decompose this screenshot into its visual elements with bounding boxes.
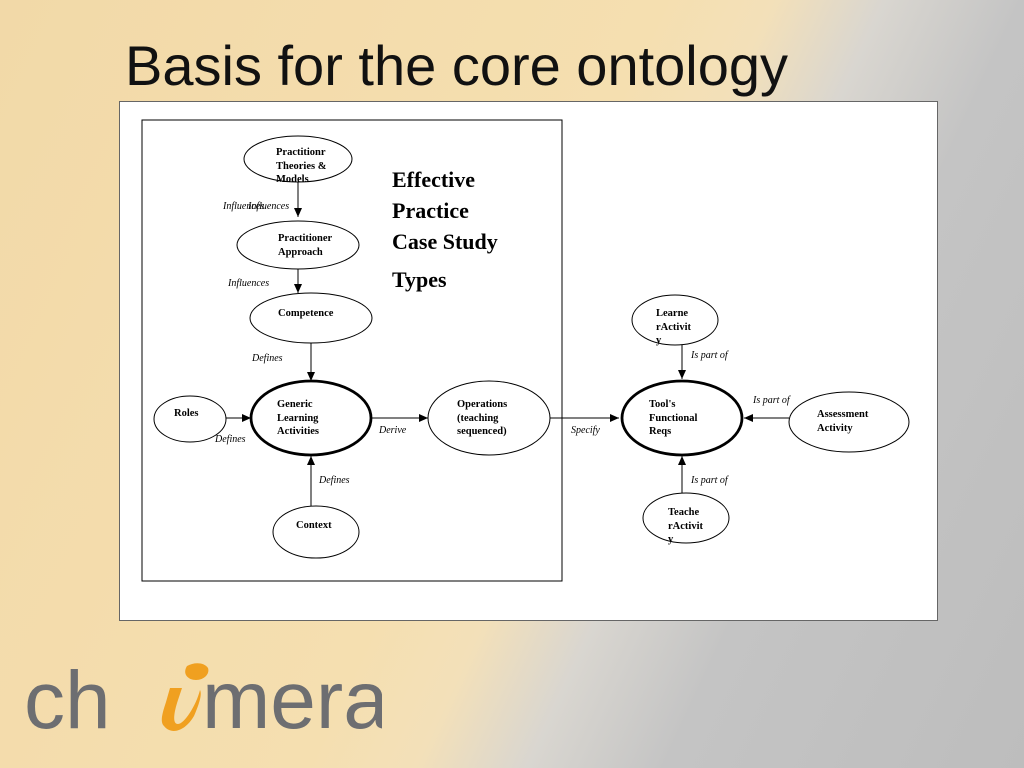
inner-frame — [141, 119, 563, 582]
node-practitioner-theories-label: Practitionr Theories & Models — [276, 147, 327, 185]
node-practitioner-approach — [236, 220, 360, 270]
edge-label-influences-1b: Influences — [248, 201, 290, 212]
node-teacher-activity-label: Teache rActivit y — [668, 507, 703, 545]
node-generic-learning-label: Generic Learning Activities — [277, 399, 319, 437]
node-context — [272, 505, 360, 559]
node-learner-activity — [631, 294, 719, 346]
node-tools-functional — [620, 379, 744, 457]
edge-label-defines-roles: Defines — [215, 434, 246, 445]
node-generic-learning — [249, 379, 373, 457]
node-competence — [249, 292, 373, 344]
edge-label-is-part-of-learner: Is part of — [691, 350, 728, 361]
chimera-logo: ch mera — [24, 655, 382, 746]
node-practitioner-theories — [243, 135, 353, 183]
node-tools-functional-label: Tool's Functional Reqs — [649, 399, 698, 437]
diagram-canvas — [141, 119, 910, 582]
logo-text-left: ch — [24, 655, 111, 746]
edge-label-is-part-of-assessment: Is part of — [753, 395, 790, 406]
edge-label-defines-competence: Defines — [252, 353, 283, 364]
edge-label-defines-context: Defines — [319, 475, 350, 486]
logo-text-right: mera — [202, 655, 382, 746]
node-context-label: Context — [296, 520, 332, 531]
diagram-subheading: Types — [392, 267, 447, 292]
node-teacher-activity — [642, 492, 730, 544]
edge-label-derive: Derive — [379, 425, 407, 436]
node-competence-label: Competence — [278, 308, 334, 319]
node-roles-label: Roles — [174, 408, 199, 419]
logo-i-stroke — [161, 688, 201, 731]
node-assessment-activity-label: Assessment Activity — [817, 409, 869, 434]
node-learner-activity-label: Learne rActivit y — [656, 308, 691, 346]
logo-i-dot — [185, 663, 209, 680]
edge-label-influences-1a: Influences — [223, 201, 265, 212]
node-assessment-activity — [788, 391, 910, 453]
node-operations-label: Operations (teaching sequenced) — [457, 399, 508, 437]
diagram-heading: Effective Practice Case Study — [392, 167, 498, 254]
edge-label-influences-2: Influences — [228, 278, 270, 289]
edge-label-specify: Specify — [571, 425, 600, 436]
slide-title: Basis for the core ontology — [125, 34, 789, 97]
node-practitioner-approach-label: Practitioner Approach — [278, 233, 333, 258]
diagram-panel: Practitionr Theories & Models Practition… — [119, 101, 938, 621]
edge-label-is-part-of-teacher: Is part of — [691, 475, 728, 486]
node-operations — [427, 380, 551, 456]
node-roles — [153, 395, 227, 443]
